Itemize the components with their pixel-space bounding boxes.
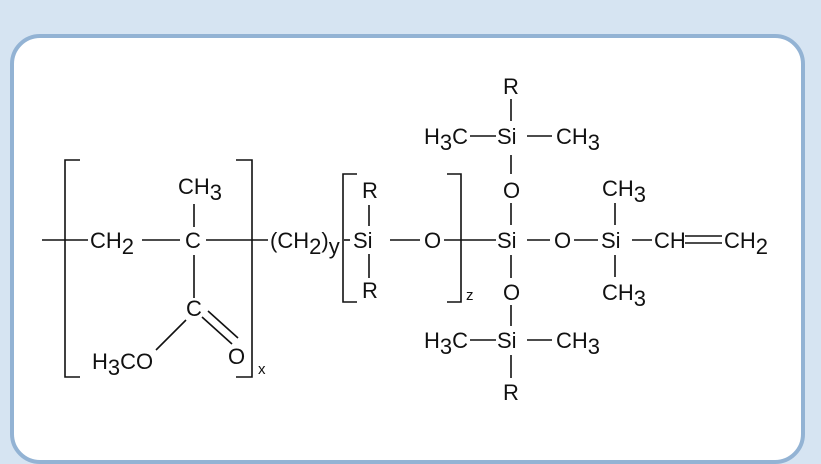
atom-vinyl-ch: CH xyxy=(654,228,686,253)
atom-o-carbonyl: O xyxy=(228,344,245,369)
subscript-x: x xyxy=(258,361,266,378)
repeat-bracket-x xyxy=(64,159,253,378)
atom-si-bottom: Si xyxy=(497,328,517,353)
atom-o-up: O xyxy=(503,178,520,203)
atom-si-top: Si xyxy=(497,124,517,149)
atom-h3c-top: H3C xyxy=(424,124,468,155)
atom-ch3-topright: CH3 xyxy=(556,124,600,155)
atom-vinyl-ch2: CH2 xyxy=(724,228,768,259)
bond-lines xyxy=(42,99,722,378)
atom-r-bottom: R xyxy=(362,278,378,303)
atom-si-repeat: Si xyxy=(353,228,373,253)
atom-h3c-bottom: H3C xyxy=(424,328,468,359)
atom-ch2: CH2 xyxy=(90,228,134,259)
subscript-z: z xyxy=(466,287,474,304)
repeat-bracket-z xyxy=(342,173,462,303)
atom-r-bottommost: R xyxy=(503,380,519,405)
atom-c-main: C xyxy=(185,228,201,253)
diagram-frame xyxy=(10,34,805,464)
atom-si-center: Si xyxy=(497,228,517,253)
atom-ch3-top: CH3 xyxy=(178,174,222,205)
atom-h3co: H3CO xyxy=(92,349,153,380)
atom-ch3-botright: CH3 xyxy=(556,328,600,359)
atom-c-ester: C xyxy=(186,296,202,321)
atom-o-down: O xyxy=(503,280,520,305)
atom-o-right: O xyxy=(554,228,571,253)
polymer-structure-diagram: CH2 C CH3 C O H3CO x z (CH2)y Si R R O S… xyxy=(42,74,768,405)
atom-o-repeat: O xyxy=(424,228,441,253)
atom-ch2-y: (CH2)y xyxy=(270,228,340,259)
atom-r-top: R xyxy=(362,178,378,203)
atom-si-vinyl: Si xyxy=(601,228,621,253)
atom-ch3-vinyl-down: CH3 xyxy=(602,280,646,311)
atom-ch3-vinyl-up: CH3 xyxy=(602,176,646,207)
atom-r-topmost: R xyxy=(503,74,519,99)
